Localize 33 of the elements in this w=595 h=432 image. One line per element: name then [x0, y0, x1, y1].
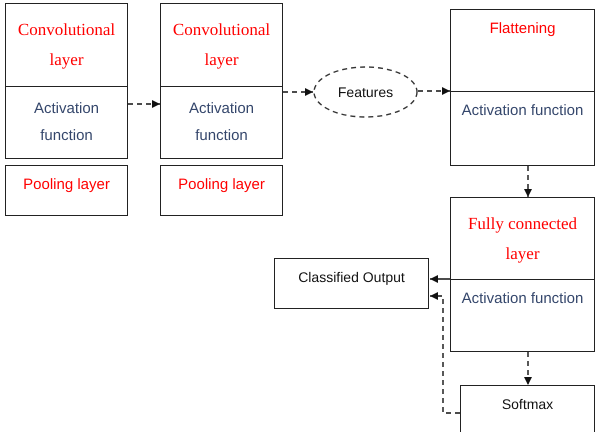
arrow: [430, 275, 450, 283]
node-label: Convolutional layer: [172, 19, 272, 71]
arrow: [524, 166, 532, 197]
layer-box: [160, 3, 283, 87]
layer-box: [450, 279, 595, 352]
arrow: [128, 100, 160, 108]
layer-box: [5, 86, 128, 159]
arrow: [430, 292, 460, 414]
arrow: [283, 88, 313, 96]
node-label: Activation function: [188, 99, 256, 146]
node-label: Convolutional layer: [16, 19, 116, 71]
layer-box: [450, 9, 595, 92]
layer-box: [160, 165, 283, 216]
node-label: Activation function: [462, 289, 584, 309]
node-label: Pooling layer: [23, 175, 110, 195]
feature-ellipse: [313, 66, 418, 118]
node-label: Fully connected layer: [466, 212, 578, 265]
layer-box: [450, 197, 595, 280]
node-label: Activation function: [32, 99, 100, 146]
layer-box: [274, 258, 429, 309]
layer-box: [460, 385, 595, 432]
node-label: Pooling layer: [178, 175, 265, 195]
node-label: Flattening: [490, 19, 556, 39]
layer-box: [450, 91, 595, 166]
layer-box: [5, 165, 128, 216]
layer-box: [160, 86, 283, 159]
layer-box: [5, 3, 128, 87]
node-label: Features: [338, 82, 394, 102]
arrow: [418, 87, 450, 95]
arrow: [524, 352, 532, 385]
node-label: Activation function: [462, 101, 584, 121]
node-label: Classified Output: [298, 268, 405, 287]
node-label: Softmax: [502, 395, 554, 414]
